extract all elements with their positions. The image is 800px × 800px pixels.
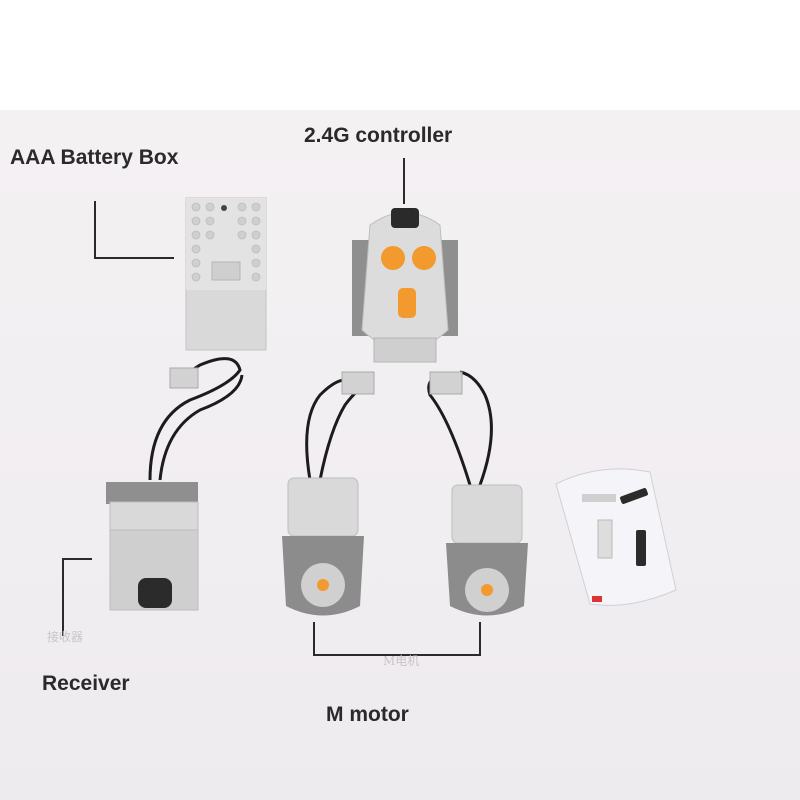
motor-bracket-left <box>313 622 315 656</box>
motor-faint-text: M电机 <box>383 654 420 668</box>
receiver-pointer-vertical <box>62 558 64 636</box>
battery-box-label: AAA Battery Box <box>10 146 179 169</box>
motor-bracket-right <box>479 622 481 656</box>
battery-box-image <box>185 197 267 351</box>
battery-box-pointer-vertical <box>94 201 96 259</box>
motor-label: M motor <box>326 703 409 726</box>
m-motor-2-image <box>429 371 528 616</box>
controller-label: 2.4G controller <box>304 124 453 147</box>
receiver-faint-text: 接收器 <box>47 630 84 644</box>
receiver-image <box>106 367 199 611</box>
controller-image <box>352 208 458 363</box>
controller-pointer <box>403 158 405 204</box>
receiver-pointer-horizontal <box>62 558 92 560</box>
battery-box-pointer-horizontal <box>94 257 174 259</box>
parts-bag-image <box>555 468 677 606</box>
receiver-label: Receiver <box>42 672 130 695</box>
motor-bracket-bottom <box>313 654 481 656</box>
m-motor-1-image <box>282 371 375 616</box>
